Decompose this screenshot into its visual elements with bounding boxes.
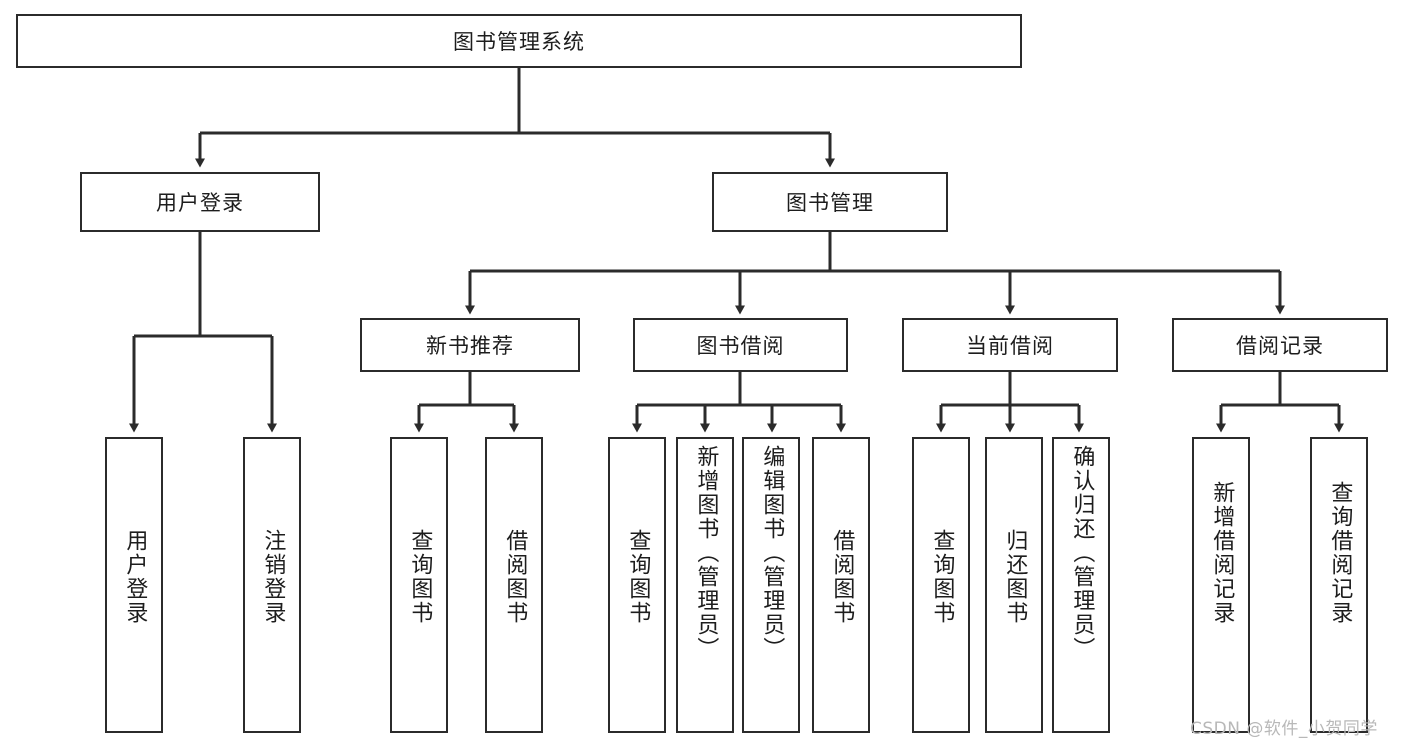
node-new-book-recommend-label: 新书推荐 <box>426 334 514 358</box>
leaf-newbook-borrow-book-label: 借阅图书 <box>502 529 528 625</box>
leaf-borrow-query-book-label: 查询图书 <box>625 529 651 625</box>
leaf-borrow-edit-book-admin[interactable]: 编辑图书（管理员） <box>742 437 800 733</box>
node-book-management-label: 图书管理 <box>786 191 874 215</box>
leaf-user-login-logout-label: 注销登录 <box>260 529 286 625</box>
leaf-current-query-book[interactable]: 查询图书 <box>912 437 970 733</box>
leaf-user-login-login[interactable]: 用户登录 <box>105 437 163 733</box>
leaf-newbook-query-book[interactable]: 查询图书 <box>390 437 448 733</box>
leaf-record-query-record-label: 查询借阅记录 <box>1327 481 1353 625</box>
leaf-record-add-record[interactable]: 新增借阅记录 <box>1192 437 1250 733</box>
leaf-current-return-book-label: 归还图书 <box>1002 529 1028 625</box>
leaf-borrow-add-book-admin-label: 新增图书（管理员） <box>693 445 719 661</box>
leaf-newbook-query-book-label: 查询图书 <box>407 529 433 625</box>
node-new-book-recommend[interactable]: 新书推荐 <box>360 318 580 372</box>
leaf-borrow-borrow-book[interactable]: 借阅图书 <box>812 437 870 733</box>
leaf-current-confirm-return-admin[interactable]: 确认归还（管理员） <box>1052 437 1110 733</box>
leaf-record-query-record[interactable]: 查询借阅记录 <box>1310 437 1368 733</box>
leaf-user-login-logout[interactable]: 注销登录 <box>243 437 301 733</box>
leaf-newbook-borrow-book[interactable]: 借阅图书 <box>485 437 543 733</box>
node-current-borrow[interactable]: 当前借阅 <box>902 318 1118 372</box>
node-book-management[interactable]: 图书管理 <box>712 172 948 232</box>
leaf-current-confirm-return-admin-label: 确认归还（管理员） <box>1069 445 1095 661</box>
leaf-borrow-borrow-book-label: 借阅图书 <box>829 529 855 625</box>
node-root-label: 图书管理系统 <box>453 30 585 54</box>
node-book-borrow-label: 图书借阅 <box>696 334 785 358</box>
watermark-csdn: CSDN @软件_小贺同学 <box>1190 719 1378 739</box>
leaf-borrow-query-book[interactable]: 查询图书 <box>608 437 666 733</box>
node-borrow-record-label: 借阅记录 <box>1236 334 1324 358</box>
leaf-borrow-edit-book-admin-label: 编辑图书（管理员） <box>759 445 785 661</box>
node-user-login[interactable]: 用户登录 <box>80 172 320 232</box>
leaf-user-login-login-label: 用户登录 <box>122 529 148 625</box>
node-current-borrow-label: 当前借阅 <box>966 334 1054 358</box>
node-root[interactable]: 图书管理系统 <box>16 14 1022 68</box>
node-user-login-label: 用户登录 <box>156 191 244 215</box>
node-borrow-record[interactable]: 借阅记录 <box>1172 318 1388 372</box>
leaf-record-add-record-label: 新增借阅记录 <box>1209 481 1235 625</box>
node-book-borrow[interactable]: 图书借阅 <box>633 318 848 372</box>
leaf-borrow-add-book-admin[interactable]: 新增图书（管理员） <box>676 437 734 733</box>
leaf-current-return-book[interactable]: 归还图书 <box>985 437 1043 733</box>
leaf-current-query-book-label: 查询图书 <box>929 529 955 625</box>
